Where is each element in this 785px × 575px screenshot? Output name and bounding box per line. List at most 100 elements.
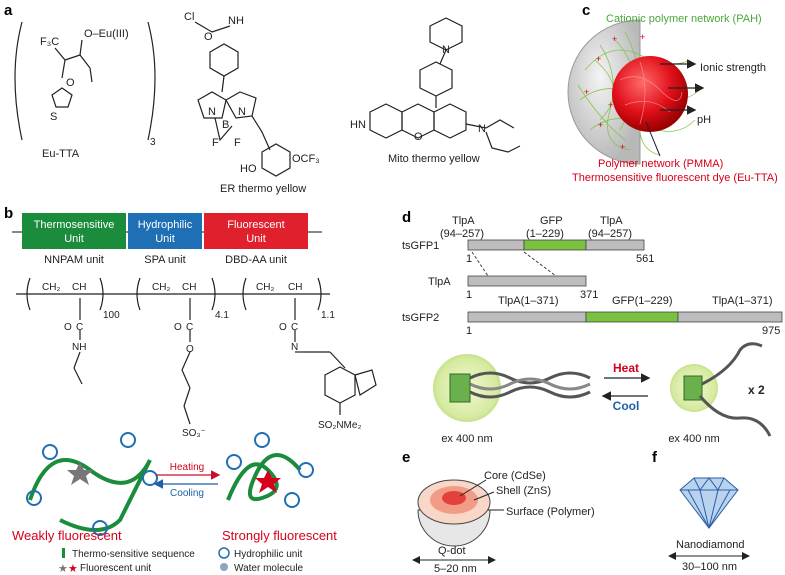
polymer-chain	[16, 277, 377, 425]
ch-1: CH	[72, 282, 86, 293]
d-gfp-range: (1–229)	[526, 228, 564, 240]
panel-a: a F₃C O–Eu(III) O 3 S Eu-TTA Cl	[4, 2, 521, 195]
mito-thermo-structure	[369, 17, 521, 153]
weak-label: Weakly fluorescent	[12, 528, 122, 543]
er-ocf3: OCF₃	[292, 153, 320, 165]
ex-right: ex 400 nm	[668, 433, 719, 445]
legend-fluor: Fluorescent unit	[80, 563, 151, 574]
legend-thermo-mark	[62, 548, 65, 558]
d-gfp: GFP	[540, 215, 563, 227]
core-label: Core (CdSe)	[484, 470, 546, 482]
n-1: N	[291, 342, 298, 353]
shell-pointer	[473, 491, 495, 501]
eu-tta-label: Eu-TTA	[42, 148, 80, 160]
unit-box-fluor	[204, 213, 308, 249]
coil-strong	[226, 432, 314, 508]
d-start-t: 1	[466, 289, 472, 301]
core-pointer	[459, 479, 487, 497]
so2nme2: SO₂NMe₂	[318, 420, 361, 431]
pmma-label: Polymer network (PMMA)	[598, 158, 723, 170]
nanodiamond-label: Nanodiamond	[676, 539, 745, 551]
er-n2: N	[238, 106, 246, 118]
eu-tta-cf3: F₃C	[40, 36, 59, 48]
svg-text:+: +	[620, 142, 625, 152]
o-1: O	[64, 322, 72, 333]
mito-hn: HN	[350, 119, 366, 131]
repeat-1: 100	[103, 310, 120, 321]
d-end2: 975	[762, 325, 780, 337]
ch-2: CH	[182, 282, 196, 293]
unit-hydro-line2: Unit	[155, 233, 175, 245]
c-1: C	[76, 322, 83, 333]
d-start2: 1	[466, 325, 472, 337]
d-tsgfp2: tsGFP2	[402, 312, 439, 324]
o-3: O	[186, 344, 194, 355]
panel-d-letter: d	[402, 209, 411, 226]
d-seg2: GFP(1–229)	[612, 295, 673, 307]
svg-text:+: +	[608, 100, 613, 110]
panel-e-letter: e	[402, 449, 410, 466]
panel-c-letter: c	[582, 2, 590, 19]
legend-hydro: Hydrophilic unit	[234, 549, 303, 560]
tsgfp2-seg3	[677, 311, 783, 323]
d-end-t: 371	[580, 289, 598, 301]
panel-f-letter: f	[652, 449, 658, 466]
svg-text:+: +	[584, 87, 589, 97]
tsgfp1-seg1	[467, 239, 525, 251]
er-label: ER thermo yellow	[220, 183, 306, 195]
c-2: C	[186, 322, 193, 333]
surface-label: Surface (Polymer)	[506, 506, 595, 518]
nh-1: NH	[72, 342, 86, 353]
er-thermo-structure	[194, 21, 291, 177]
pmma-pointer	[645, 121, 661, 157]
eu-tta-s: S	[50, 111, 57, 123]
d-tsgfp1: tsGFP1	[402, 240, 439, 252]
d-tlpa-b: TlpA	[600, 215, 623, 227]
unit-thermo-name: NNPAM unit	[44, 254, 104, 266]
tsgfp1-seg3	[585, 239, 645, 251]
er-ho: HO	[240, 163, 257, 175]
ph-label: pH	[697, 114, 711, 126]
heating-label: Heating	[170, 462, 204, 473]
panel-c: c +++ +++ ++ Cationic polymer network (P…	[567, 2, 778, 184]
d-guide1	[471, 251, 489, 277]
mito-label: Mito thermo yellow	[388, 153, 480, 165]
heat-label: Heat	[613, 361, 639, 375]
d-seg3: TlpA(1–371)	[712, 295, 773, 307]
eu-tta-structure	[14, 21, 156, 141]
unit-thermo-line2: Unit	[64, 233, 84, 245]
unfolded-strand-2	[698, 395, 772, 437]
panel-b-letter: b	[4, 205, 13, 222]
c-3: C	[291, 322, 298, 333]
panel-a-letter: a	[4, 2, 13, 19]
unit-thermo-line1: Thermosensitive	[34, 219, 115, 231]
gfp-barrel-right	[683, 375, 703, 401]
unit-fluor-line2: Unit	[246, 233, 266, 245]
ch2-2: CH₂	[152, 282, 170, 293]
cooling-label: Cooling	[170, 488, 204, 499]
er-f2: F	[234, 137, 241, 149]
qdot-label: Q-dot	[438, 545, 466, 557]
nd-size: 30–100 nm	[682, 561, 737, 573]
coil-weak	[26, 432, 158, 536]
cationic-label: Cationic polymer network (PAH)	[606, 13, 762, 25]
times-two: x 2	[748, 383, 765, 397]
d-guide2	[523, 251, 557, 277]
diamond-shape	[679, 477, 739, 530]
legend-hydro-mark	[218, 547, 230, 559]
svg-text:+: +	[598, 120, 603, 130]
panel-e: e Core (CdSe) Shell (ZnS) Surface (Polym…	[402, 449, 595, 575]
unfolded-strand-1	[701, 342, 763, 386]
mito-pip-n: N	[442, 44, 450, 56]
svg-text:+: +	[640, 32, 645, 42]
er-o: O	[204, 31, 213, 43]
ch2-1: CH₂	[42, 282, 60, 293]
unit-box-hydro	[128, 213, 202, 249]
legend-water: Water molecule	[234, 563, 304, 574]
dye-label: Thermosensitive fluorescent dye (Eu-TTA)	[572, 172, 778, 184]
d-end1: 561	[636, 253, 654, 265]
coiled-coil-left	[469, 371, 591, 399]
d-start1: 1	[466, 253, 472, 265]
pmma-core	[612, 56, 688, 132]
